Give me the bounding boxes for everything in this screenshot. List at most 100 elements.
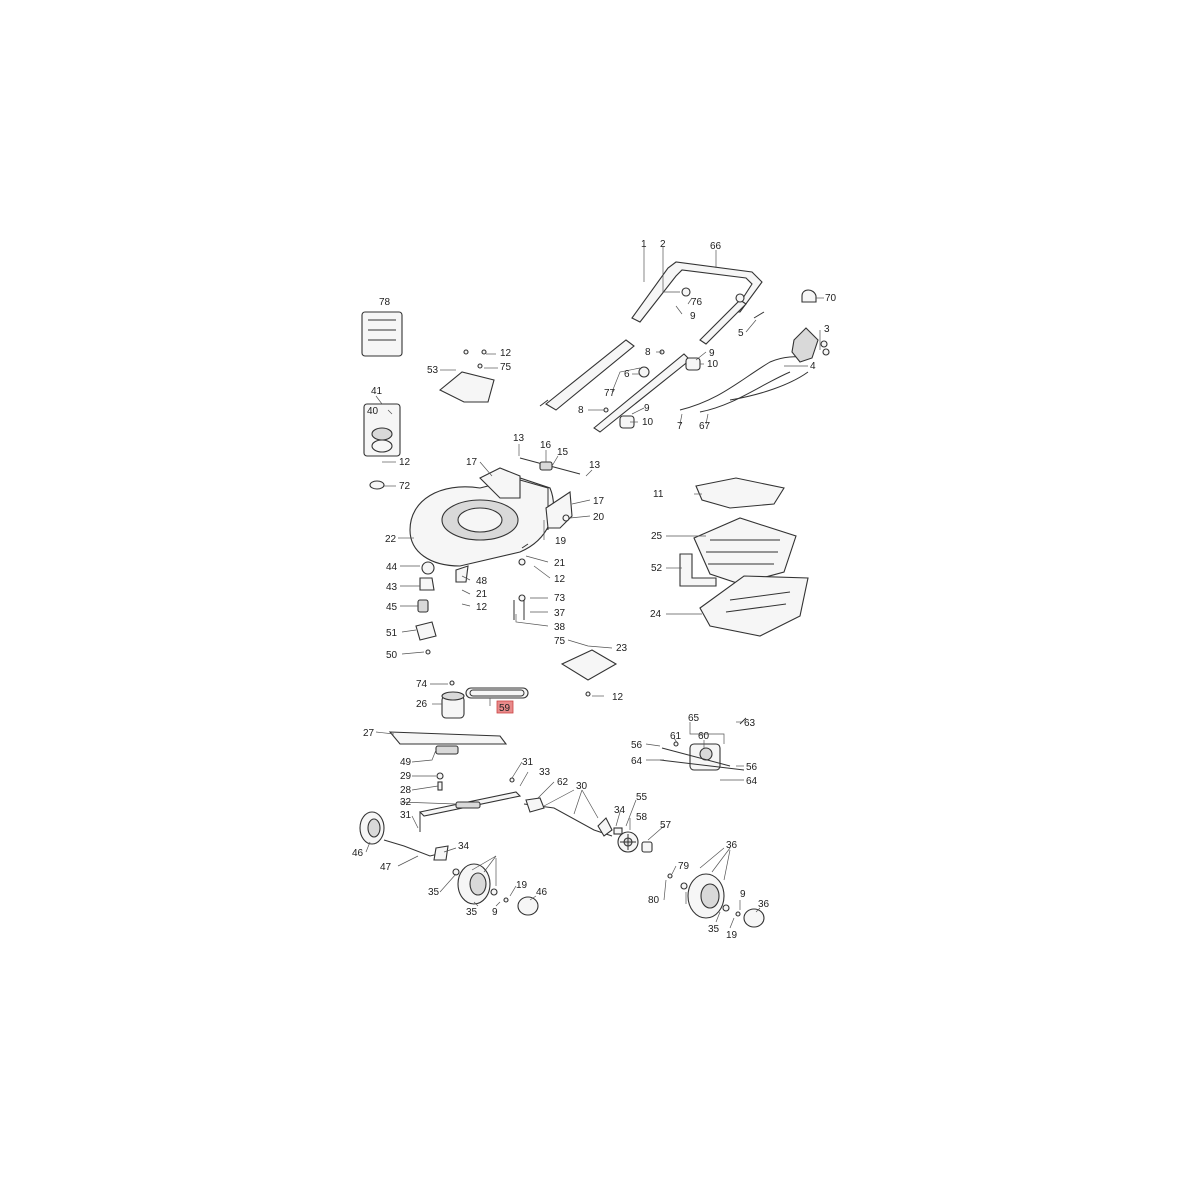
callout-80: 80 [648, 895, 660, 906]
lower-handle [539, 339, 691, 433]
callout-58: 58 [636, 812, 648, 823]
callout-21: 21 [476, 589, 488, 600]
callout-7: 7 [677, 421, 683, 432]
callout-19: 19 [726, 930, 738, 941]
callout-36: 36 [758, 899, 770, 910]
callout-38: 38 [554, 622, 566, 633]
callout-9: 9 [644, 403, 650, 414]
callout-74: 74 [416, 679, 428, 690]
callout-56: 56 [631, 740, 643, 751]
throttle-lever [791, 289, 830, 363]
grass-bag-top [695, 477, 785, 509]
callout-12: 12 [612, 692, 624, 703]
callout-57: 57 [660, 820, 672, 831]
hubcap-right [743, 908, 765, 928]
callout-37: 37 [554, 608, 566, 619]
callout-49: 49 [400, 757, 412, 768]
callout-52: 52 [651, 563, 663, 574]
callout-22: 22 [385, 534, 397, 545]
grass-bag-base [699, 575, 809, 637]
callout-61: 61 [670, 731, 682, 742]
callout-13: 13 [589, 460, 601, 471]
callout-9: 9 [690, 311, 696, 322]
callout-44: 44 [386, 562, 398, 573]
callout-43: 43 [386, 582, 398, 593]
callout-10: 10 [707, 359, 719, 370]
callout-21: 21 [554, 558, 566, 569]
upper-handle [631, 261, 763, 345]
callout-8: 8 [578, 405, 584, 416]
callout-48: 48 [476, 576, 488, 587]
callout-72: 72 [399, 481, 411, 492]
gearbox [659, 717, 747, 771]
rear-axle [418, 777, 522, 832]
callout-23: 23 [616, 643, 628, 654]
bag-handle [679, 553, 717, 587]
callout-75: 75 [554, 636, 566, 647]
callout-40: 40 [367, 406, 379, 417]
callout-34: 34 [458, 841, 470, 852]
callout-11: 11 [653, 489, 664, 500]
callout-56: 56 [746, 762, 758, 773]
lever-axle-left [383, 839, 449, 861]
callout-10: 10 [642, 417, 654, 428]
callout-64: 64 [631, 756, 643, 767]
cutting-blade [388, 731, 508, 791]
callout-15: 15 [557, 447, 569, 458]
callout-17: 17 [593, 496, 605, 507]
callout-17: 17 [466, 457, 478, 468]
drive-belt [465, 687, 529, 699]
callout-12: 12 [399, 457, 411, 468]
callout-19: 19 [516, 880, 528, 891]
hubcap-left [517, 896, 539, 916]
callout-19: 19 [555, 536, 567, 547]
callout-33: 33 [539, 767, 551, 778]
callout-45: 45 [386, 602, 398, 613]
callout-55: 55 [636, 792, 648, 803]
callout-51: 51 [386, 628, 398, 639]
callout-59: 59 [499, 703, 511, 714]
callout-46: 46 [352, 848, 364, 859]
callout-9: 9 [740, 889, 746, 900]
highlight-box [496, 700, 514, 714]
callout-41: 41 [371, 386, 383, 397]
callout-9: 9 [492, 907, 498, 918]
rear-flap-cover [438, 349, 495, 403]
drive-gear [613, 827, 653, 853]
callout-46: 46 [536, 887, 548, 898]
callout-77: 77 [604, 388, 616, 399]
callout-47: 47 [380, 862, 392, 873]
leader-lines [365, 246, 824, 929]
deck-hardware [415, 543, 529, 655]
callout-35: 35 [708, 924, 720, 935]
callout-32: 32 [400, 797, 412, 808]
callout-8: 8 [645, 347, 651, 358]
callout-28: 28 [400, 785, 412, 796]
rear-left-wheel [452, 863, 509, 905]
callout-24: 24 [650, 609, 662, 620]
handle-knobs [619, 357, 701, 429]
callout-35: 35 [466, 907, 478, 918]
callout-31: 31 [522, 757, 534, 768]
callout-75: 75 [500, 362, 512, 373]
callout-67: 67 [699, 421, 711, 432]
callout-76: 76 [691, 297, 703, 308]
callout-79: 79 [678, 861, 690, 872]
rear-right-wheel [667, 873, 741, 919]
callout-29: 29 [400, 771, 412, 782]
callout-64: 64 [746, 776, 758, 787]
callout-25: 25 [651, 531, 663, 542]
callout-2: 2 [660, 239, 666, 250]
callout-63: 63 [744, 718, 756, 729]
callout-3: 3 [824, 324, 830, 335]
callout-35: 35 [428, 887, 440, 898]
front-left-wheel [359, 811, 385, 845]
manual-booklet [361, 311, 403, 357]
callout-12: 12 [554, 574, 566, 585]
grass-bag-frame [693, 517, 797, 585]
o-ring [369, 480, 385, 490]
callout-16: 16 [540, 440, 552, 451]
callout-73: 73 [554, 593, 566, 604]
callout-12: 12 [476, 602, 488, 613]
